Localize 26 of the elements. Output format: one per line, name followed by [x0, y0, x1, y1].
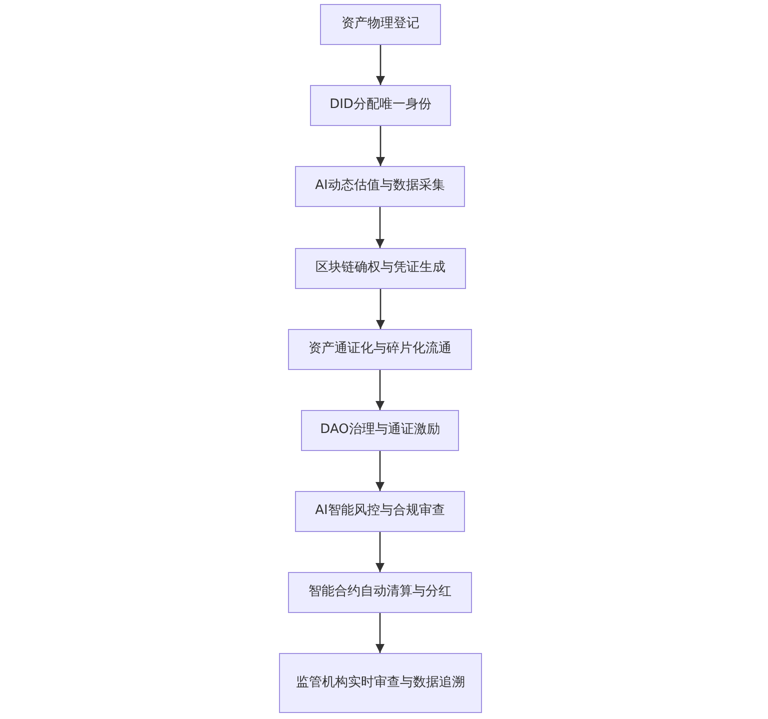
- node-label: 资产物理登记: [342, 15, 420, 34]
- process-box: [288, 329, 472, 370]
- arrow: [376, 126, 386, 166]
- arrow: [375, 451, 385, 491]
- arrow: [376, 45, 386, 85]
- process-box: [301, 410, 459, 451]
- arrow: [375, 613, 385, 653]
- process-box: [320, 4, 441, 45]
- process-box: [295, 491, 465, 532]
- node-label: DID分配唯一身份: [330, 96, 432, 114]
- process-box: [288, 572, 472, 613]
- arrow: [376, 289, 386, 329]
- arrow: [375, 532, 385, 572]
- arrow: [375, 207, 385, 248]
- node-label: DAO治理与通证激励: [320, 421, 440, 440]
- process-box: [295, 248, 466, 289]
- process-box: [279, 653, 482, 713]
- node-label: 区块链确权与凭证生成: [316, 259, 446, 278]
- node-label: AI动态估值与数据采集: [315, 177, 445, 196]
- node-label: 监管机构实时审查与数据追溯: [296, 674, 465, 692]
- process-box: [295, 166, 465, 207]
- node-label: 资产通证化与碎片化流通: [308, 340, 452, 358]
- process-box: [310, 85, 451, 126]
- arrow: [375, 370, 385, 410]
- node-label: AI智能风控与合规审查: [315, 502, 445, 520]
- node-label: 智能合约自动清算与分红: [308, 583, 452, 602]
